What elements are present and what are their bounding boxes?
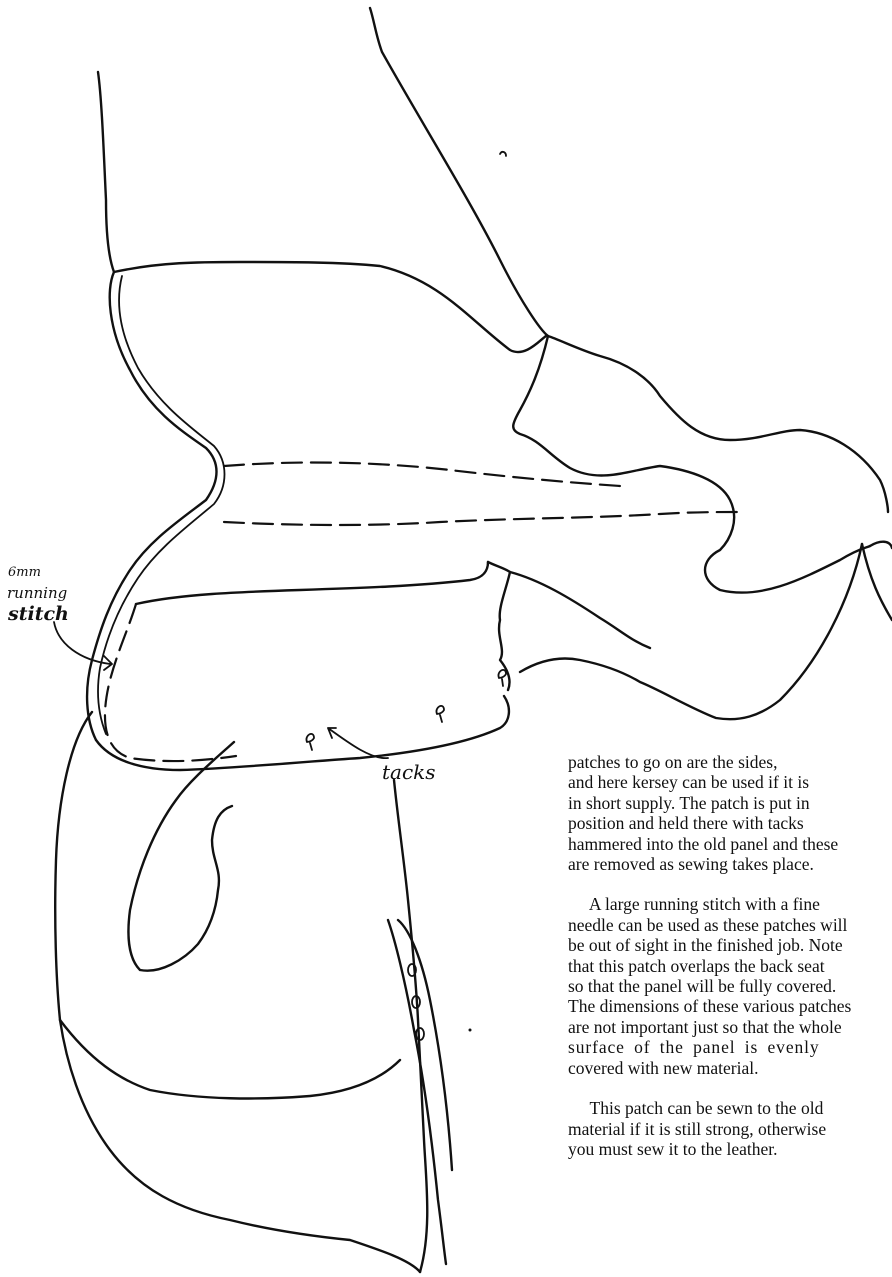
stitch-label-line3: stitch <box>8 605 69 624</box>
text-line: are not important just so that the whole <box>568 1017 892 1037</box>
panel-torn-edge <box>488 562 510 690</box>
lower-panel-curve <box>60 1020 400 1098</box>
text-line: A large running stitch with a fine <box>568 894 892 914</box>
seat-outline <box>370 8 548 336</box>
flap-edge <box>862 542 892 620</box>
tacks-label: tacks <box>382 762 436 782</box>
flap-lower-edge <box>520 544 862 719</box>
tack-mark <box>498 670 506 686</box>
stray-mark <box>500 152 506 156</box>
text-line: you must sew it to the leather. <box>568 1139 892 1159</box>
stitch-label-line2: running <box>7 586 67 601</box>
text-line: and here kersey can be used if it is <box>568 772 892 792</box>
paragraph-3: This patch can be sewn to the old materi… <box>568 1098 892 1159</box>
stitch-arrow <box>54 622 112 670</box>
text-line: be out of sight in the finished job. Not… <box>568 935 892 955</box>
text-line: patches to go on are the sides, <box>568 752 892 772</box>
text-line: are removed as sewing takes place. <box>568 854 892 874</box>
stray-mark <box>469 1029 472 1032</box>
body-text: patches to go on are the sides, and here… <box>568 752 892 1159</box>
panel-seam-outer <box>87 272 216 740</box>
text-line: hammered into the old panel and these <box>568 834 892 854</box>
stitching-line-lower <box>224 512 738 525</box>
text-line: covered with new material. <box>568 1058 892 1078</box>
text-line: that this patch overlaps the back seat <box>568 956 892 976</box>
tack-mark <box>436 706 444 722</box>
flap-inner <box>513 336 870 593</box>
panel-top-outline <box>114 262 546 352</box>
text-line: surface of the panel is evenly <box>568 1037 892 1057</box>
text-line: needle can be used as these patches will <box>568 915 892 935</box>
tack-mark <box>306 734 314 750</box>
text-line: The dimensions of these various patches <box>568 996 892 1016</box>
panel-mid-line <box>136 562 488 604</box>
lower-panel-right <box>394 780 427 1272</box>
tacks-arrow <box>328 728 388 758</box>
text-line: position and held there with tacks <box>568 813 892 833</box>
text-line: so that the panel will be fully covered. <box>568 976 892 996</box>
patch-bottom-edge <box>96 696 509 770</box>
billet-strap <box>388 920 452 1264</box>
running-stitch <box>105 604 236 761</box>
text-line: material if it is still strong, otherwis… <box>568 1119 892 1139</box>
paragraph-1: patches to go on are the sides, and here… <box>568 752 892 874</box>
text-line: This patch can be sewn to the old <box>568 1098 892 1118</box>
lower-panel-outline <box>55 712 420 1272</box>
text-line: in short supply. The patch is put in <box>568 793 892 813</box>
flap-rear-edge <box>510 572 650 648</box>
cantle-outline <box>98 72 114 272</box>
knee-roll-shape <box>128 742 234 971</box>
stitch-label-line1: 6mm <box>8 566 41 579</box>
stitching-line-upper <box>224 463 620 486</box>
panel-seam-inner <box>98 276 225 734</box>
paragraph-2: A large running stitch with a fine needl… <box>568 894 892 1078</box>
